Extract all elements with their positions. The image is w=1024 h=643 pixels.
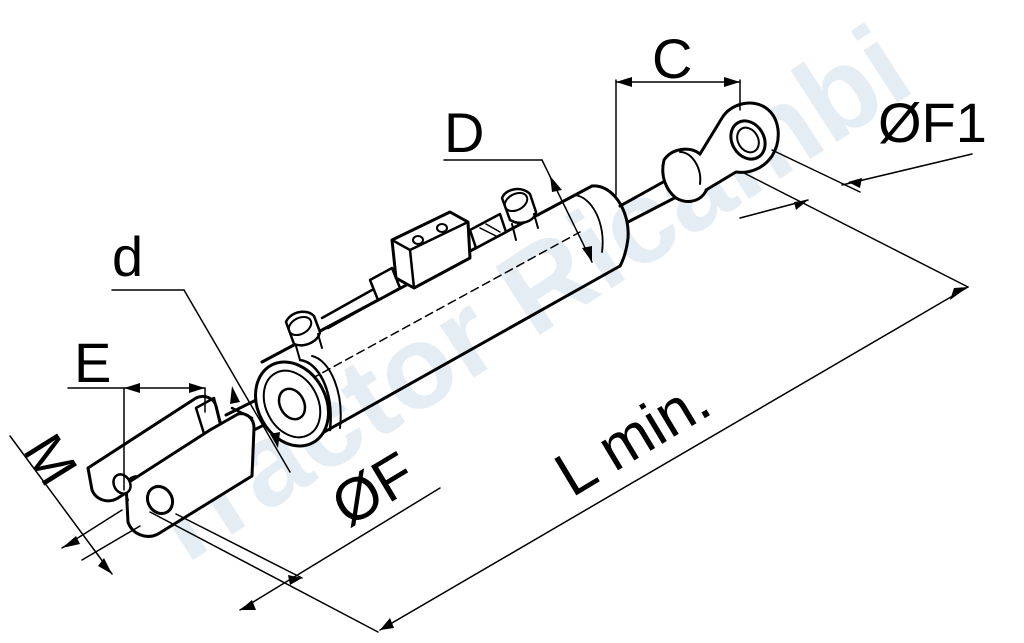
label-d-upper: D (444, 101, 484, 164)
rod-eye (661, 101, 780, 203)
watermark: Tractor Ricambi (112, 0, 932, 596)
label-of1: ØF1 (878, 91, 987, 154)
cylinder-outline (9, 77, 973, 633)
arrowheads (62, 77, 968, 630)
label-m: M (12, 423, 90, 496)
label-d-lower: d (112, 225, 143, 288)
label-c: C (652, 27, 692, 90)
label-lmin: L min. (544, 365, 722, 510)
dimension-lines (9, 79, 973, 633)
clevis (86, 394, 256, 538)
label-e: E (74, 331, 111, 394)
hydraulic-fittings (284, 187, 539, 361)
